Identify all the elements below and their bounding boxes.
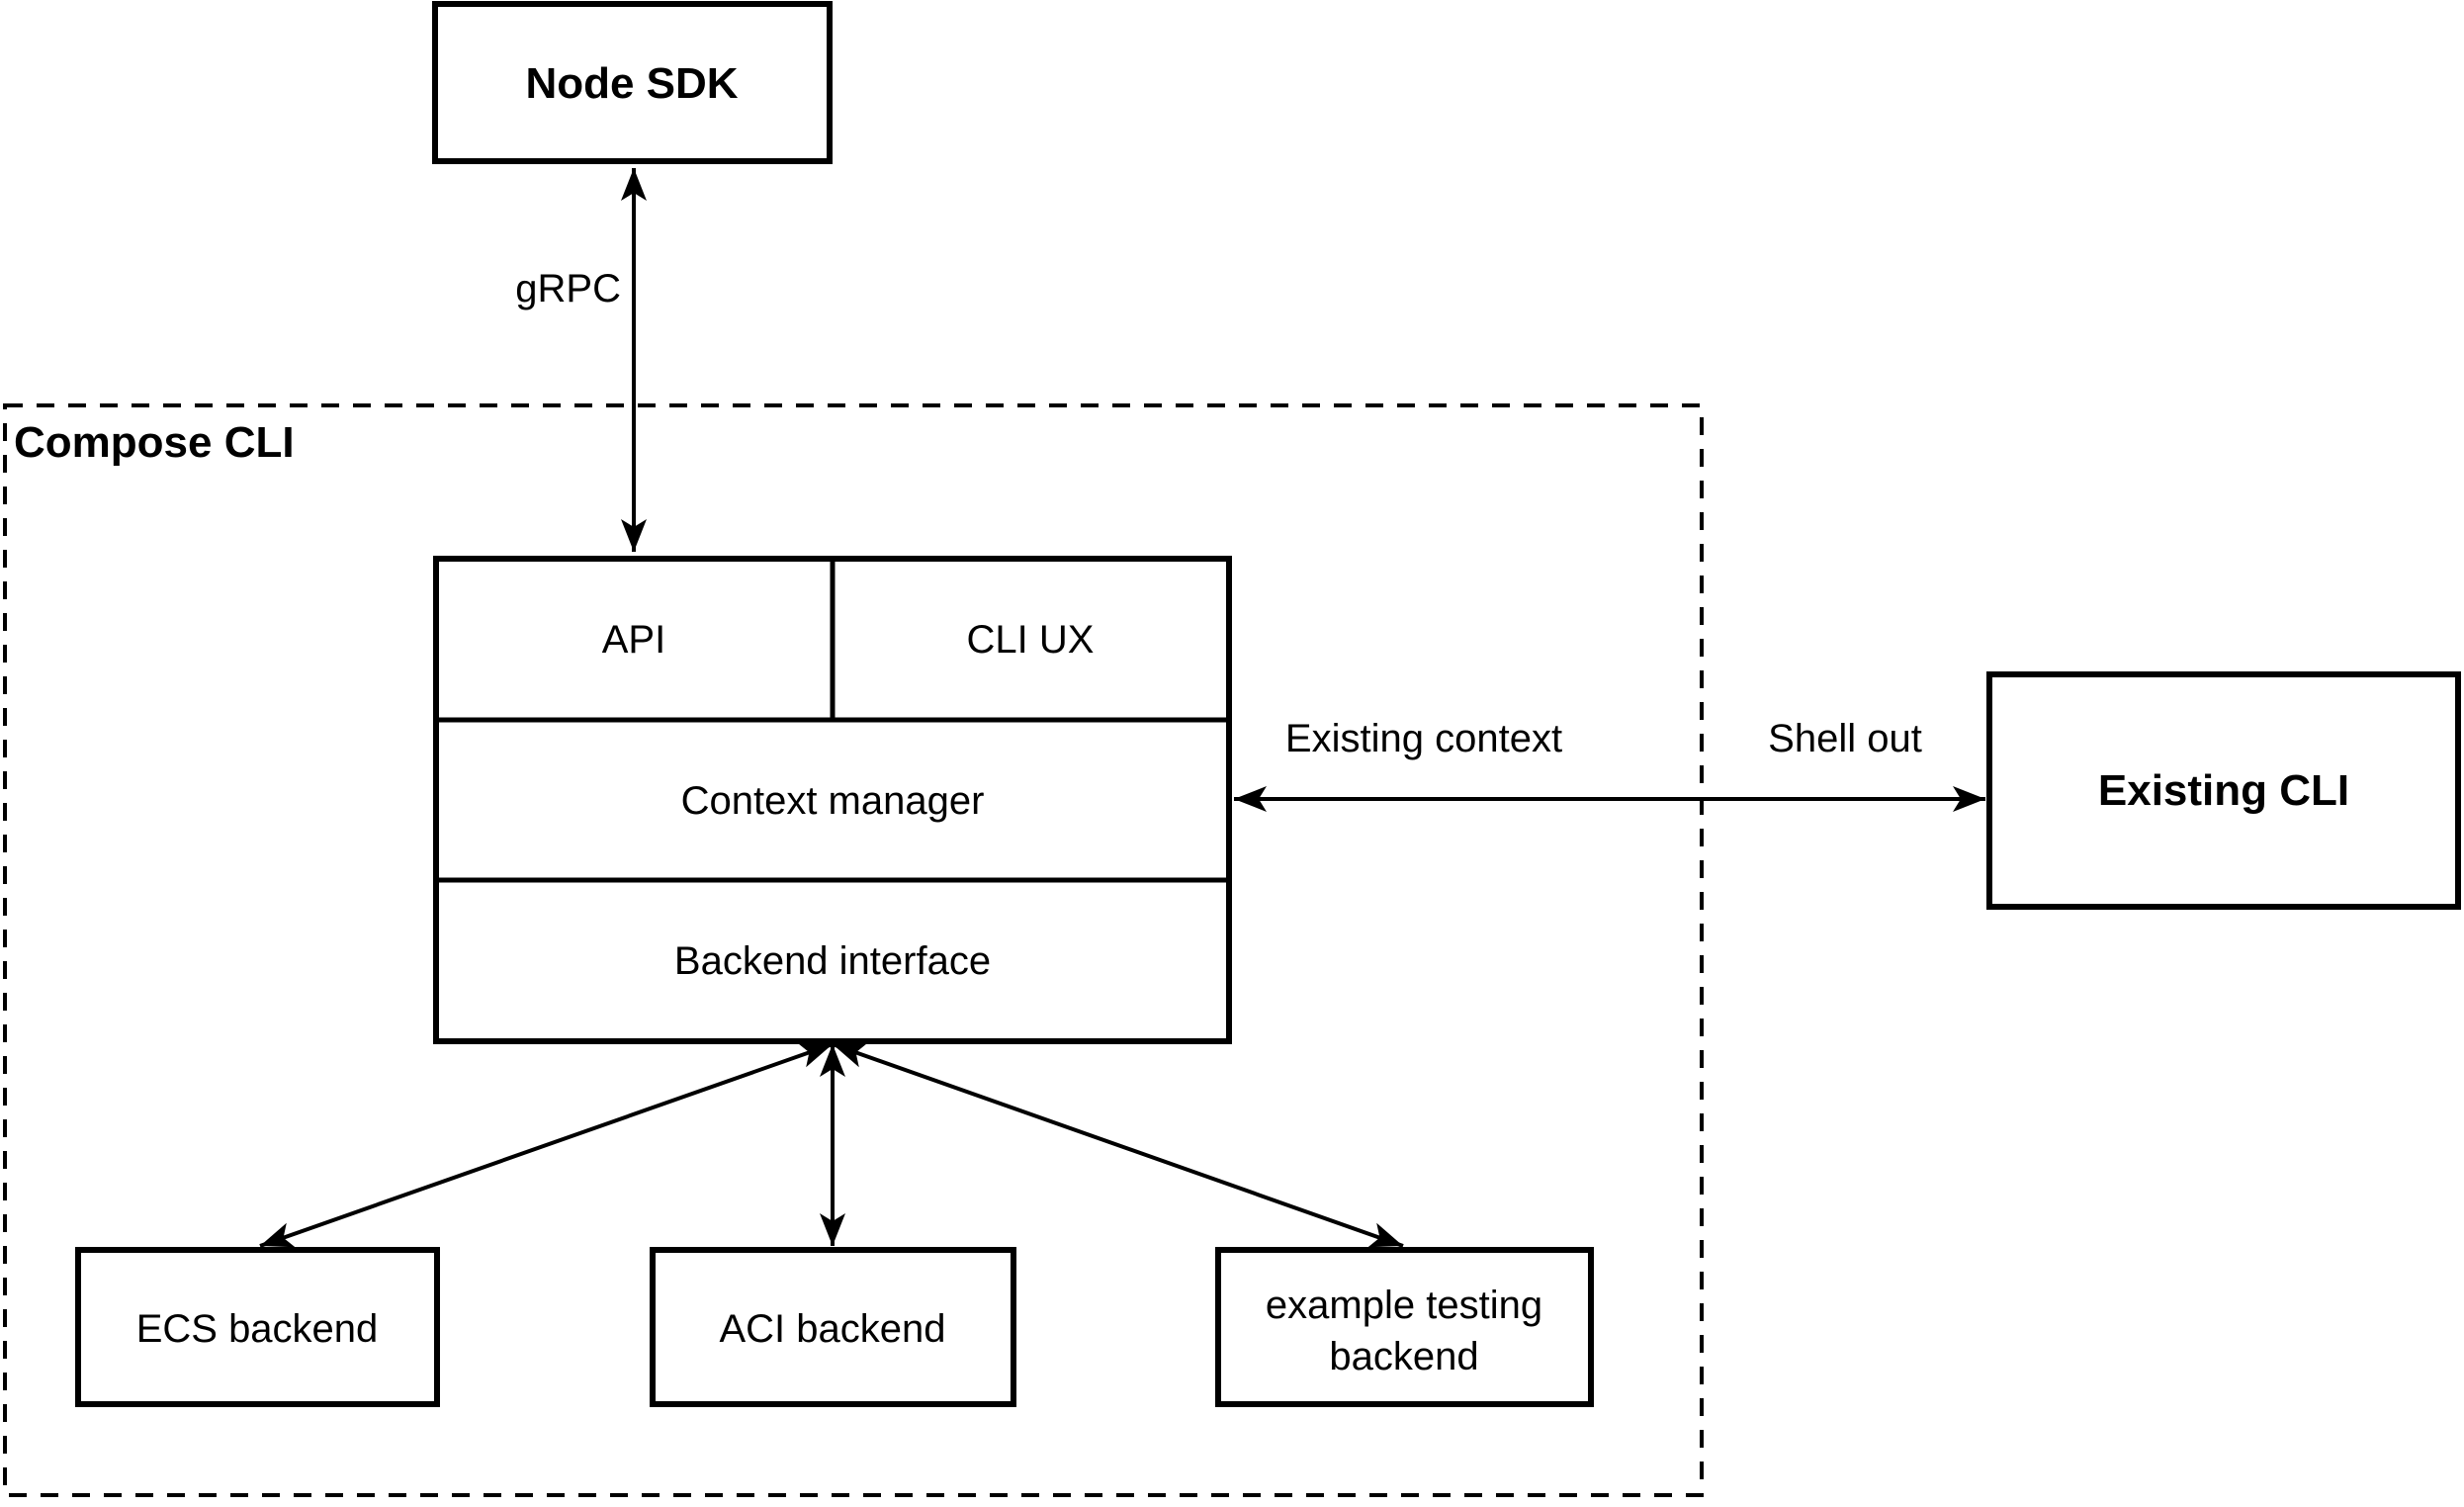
node-sdk-label: Node SDK bbox=[525, 59, 738, 108]
cli-core-box: API CLI UX Context manager Backend inter… bbox=[433, 556, 1232, 1044]
shell-out-edge-label: Shell out bbox=[1768, 717, 1922, 760]
ecs-backend-rect bbox=[75, 1247, 440, 1407]
example-testing-backend-label-line2: backend bbox=[1329, 1335, 1478, 1378]
grpc-arrow: gRPC bbox=[515, 168, 647, 552]
existing-cli-rect bbox=[1986, 671, 2461, 910]
ecs-backend-label: ECS backend bbox=[136, 1307, 379, 1351]
existing-context-arrow: Existing context Shell out bbox=[1234, 717, 1985, 812]
cli-ux-cell-label: CLI UX bbox=[967, 618, 1095, 662]
context-manager-row-label: Context manager bbox=[681, 779, 985, 823]
aci-backend-box: ACI backend bbox=[650, 1247, 1016, 1407]
example-testing-backend-label-line1: example testing bbox=[1266, 1284, 1542, 1327]
compose-cli-container: Compose CLI bbox=[3, 403, 1704, 1497]
grpc-edge-label: gRPC bbox=[515, 267, 621, 310]
compose-cli-label: Compose CLI bbox=[14, 418, 295, 467]
ecs-backend-edge-line bbox=[259, 1042, 834, 1248]
backend-interface-row-label: Backend interface bbox=[674, 939, 991, 983]
aci-backend-label: ACI backend bbox=[719, 1307, 945, 1351]
backend-fan-arrows bbox=[259, 1042, 1404, 1248]
existing-cli-label: Existing CLI bbox=[2098, 766, 2349, 815]
example-testing-backend-rect bbox=[1215, 1247, 1594, 1407]
api-cell-label: API bbox=[602, 618, 665, 662]
ecs-backend-box: ECS backend bbox=[75, 1247, 440, 1407]
node-sdk-rect bbox=[432, 1, 833, 164]
existing-context-edge-label: Existing context bbox=[1285, 717, 1562, 760]
existing-cli-box: Existing CLI bbox=[1986, 671, 2461, 910]
node-sdk-box: Node SDK bbox=[432, 1, 833, 164]
example-testing-backend-box: example testing backend bbox=[1215, 1247, 1594, 1407]
aci-backend-rect bbox=[650, 1247, 1016, 1407]
example-backend-edge-line bbox=[832, 1042, 1404, 1248]
